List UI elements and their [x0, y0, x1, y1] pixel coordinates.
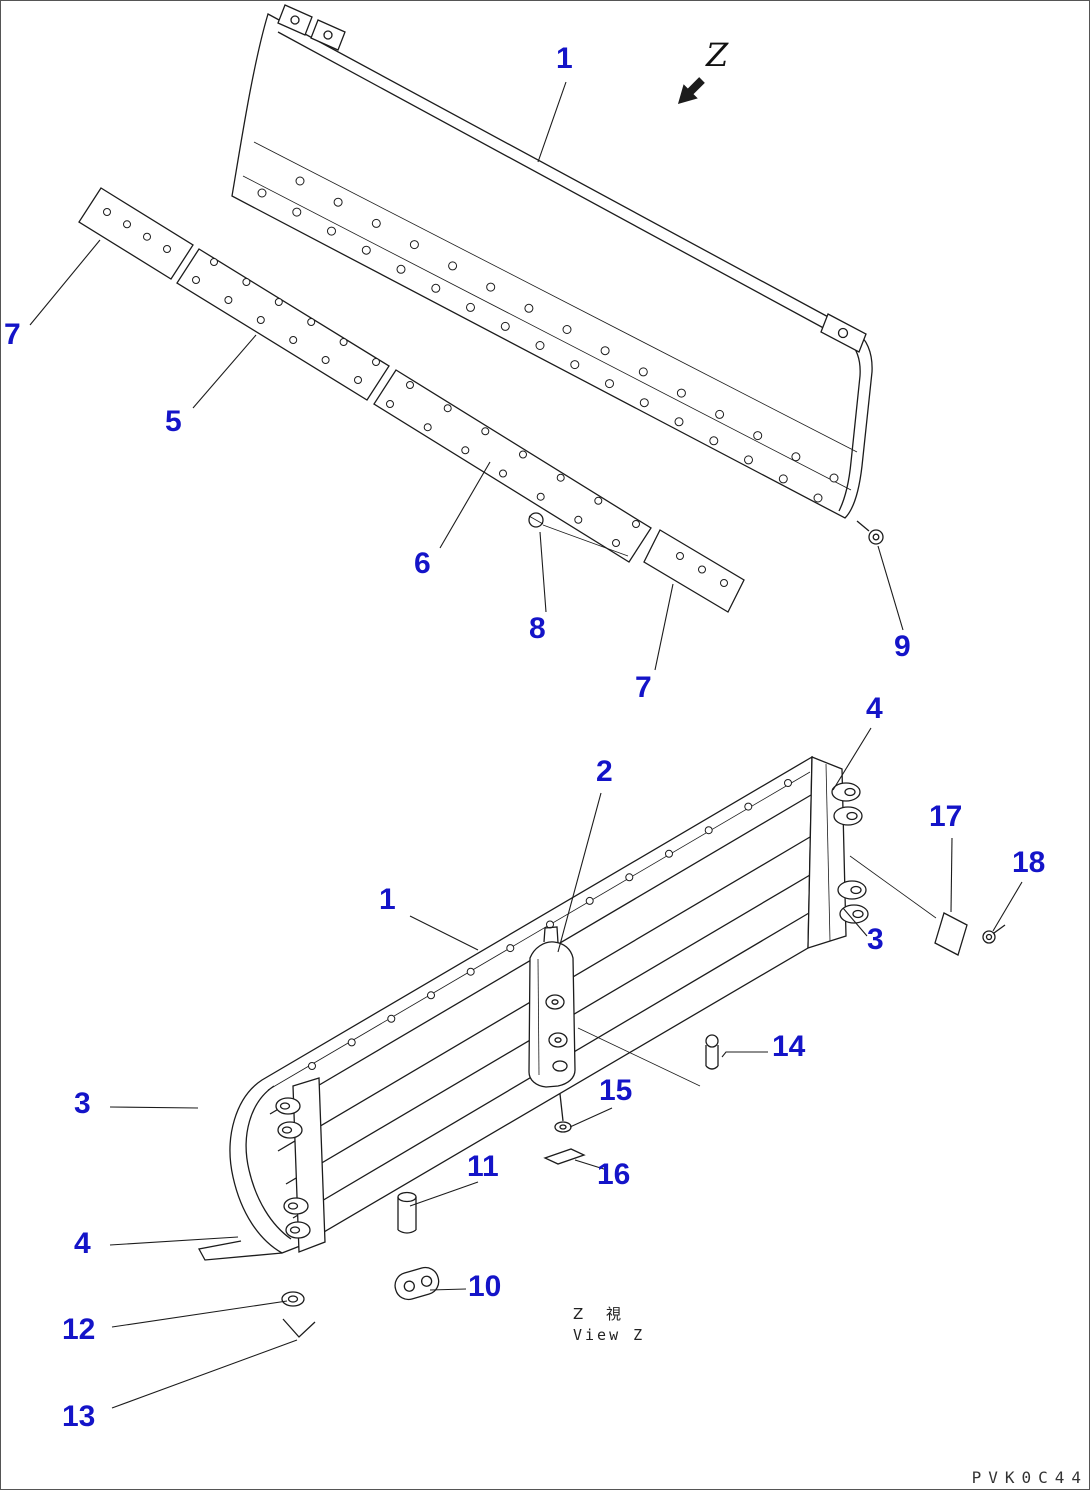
- hinge-loop: [831, 782, 861, 802]
- plate-17: [934, 912, 968, 956]
- hinge-loop: [833, 806, 863, 826]
- view-direction-label: Z: [706, 36, 729, 74]
- callout-16: 16: [597, 1158, 631, 1191]
- end-bit-right: [643, 529, 745, 613]
- callout-7-upper-left: 7: [4, 318, 21, 351]
- cutting-edge-right: [373, 369, 652, 563]
- hinge-loop: [283, 1197, 309, 1215]
- view-direction-arrow-icon: [677, 77, 705, 105]
- shackle-10: [394, 1266, 440, 1301]
- callout-2: 2: [596, 755, 613, 788]
- bolt-9: [856, 520, 884, 545]
- moldboard-face-line-2: [242, 175, 852, 491]
- hinge-loop: [285, 1221, 311, 1239]
- callout-7-lower: 7: [635, 671, 652, 704]
- moldboard-face-line-1: [253, 141, 858, 453]
- tab-hole: [290, 15, 300, 25]
- clip-16: [543, 1148, 586, 1165]
- center-bracket: [528, 926, 576, 1088]
- left-end-section: [198, 1077, 326, 1261]
- moldboard-hole-row-2: [295, 176, 839, 483]
- hinge-loop: [277, 1121, 303, 1139]
- hinge-loop: [275, 1097, 301, 1115]
- callout-13: 13: [62, 1400, 96, 1433]
- washer-12: [281, 1291, 305, 1307]
- callout-4-left: 4: [74, 1227, 91, 1260]
- callout-18: 18: [1012, 846, 1046, 879]
- callout-17: 17: [929, 800, 963, 833]
- callout-1-top: 1: [556, 42, 573, 75]
- plow-bolt-8: [528, 512, 629, 557]
- end-bit-left: [78, 187, 194, 280]
- view-z-label-en: View Z: [573, 1326, 646, 1344]
- moldboard-top-edge-line: [277, 31, 854, 345]
- blade-top-flange-line: [267, 771, 811, 1091]
- callout-3-left: 3: [74, 1087, 91, 1120]
- bolt-15: [554, 1093, 572, 1133]
- callout-8: 8: [529, 612, 546, 645]
- pin-14: [705, 1034, 719, 1070]
- moldboard-outline: [231, 13, 873, 519]
- right-end-plate: [807, 756, 869, 949]
- tab-hole: [323, 30, 333, 40]
- callout-5: 5: [165, 405, 182, 438]
- bolt-18: [982, 924, 1006, 944]
- callout-11: 11: [467, 1150, 499, 1183]
- cutting-edge-left: [176, 248, 390, 401]
- bracket-hole: [837, 327, 849, 339]
- callout-4-right: 4: [866, 692, 883, 725]
- callout-14: 14: [772, 1030, 806, 1063]
- top-assembly: [78, 4, 884, 613]
- callout-15: 15: [599, 1074, 633, 1107]
- moldboard-hole-row-1: [257, 188, 823, 503]
- bottom-assembly: [198, 755, 1006, 1338]
- pin-11: [397, 1191, 417, 1234]
- blade-body-outline: [229, 755, 813, 1254]
- callout-1-bottom: 1: [379, 883, 396, 916]
- callout-10: 10: [468, 1270, 502, 1303]
- callout-12: 12: [62, 1313, 96, 1346]
- leader-lines: [29, 81, 1023, 1409]
- blade-top-hole-row: [308, 779, 792, 1070]
- ref-line-to-pin-14: [577, 1027, 701, 1087]
- callout-6: 6: [414, 547, 431, 580]
- hinge-loop: [837, 880, 867, 900]
- cotter-pin-13: [282, 1318, 316, 1338]
- drawing-code: PVK0C44: [971, 1468, 1088, 1487]
- ref-line-to-plate-17: [849, 855, 937, 919]
- hinge-loop: [839, 904, 869, 924]
- callout-3-right: 3: [867, 923, 884, 956]
- view-z-label-jp: Z 視: [573, 1305, 631, 1323]
- callout-9: 9: [894, 630, 911, 663]
